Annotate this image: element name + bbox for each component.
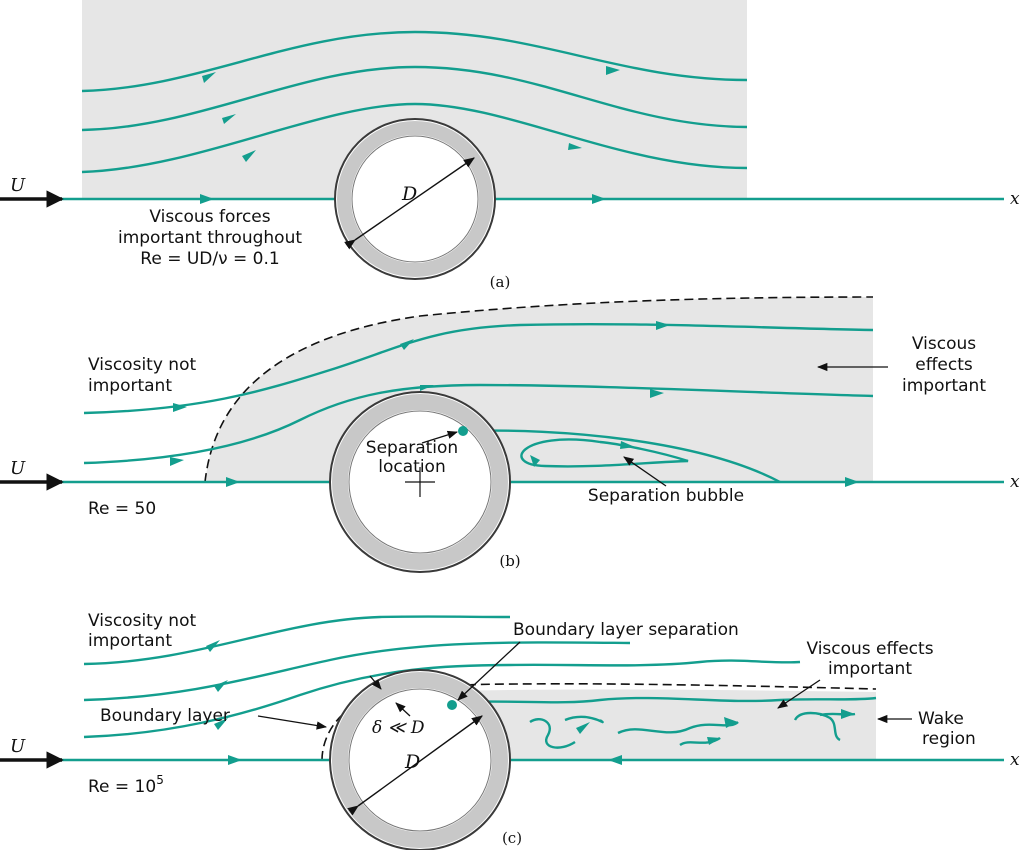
- flow-arrow: [206, 640, 220, 652]
- panel-b: U x Viscosity not important Viscous effe…: [0, 296, 1020, 573]
- streamline-b-3: [462, 429, 781, 484]
- separation-point-dot: [458, 426, 468, 436]
- streamline-a-3: [81, 102, 748, 174]
- bl-separation-leader: [457, 641, 521, 701]
- viscosity-not-text-c: Viscosity not: [88, 611, 196, 631]
- diameter-arrow-c: [347, 715, 483, 816]
- reynolds-c-exponent: 5: [156, 773, 164, 787]
- flow-arrow: [724, 717, 738, 728]
- separation-bubble-loop: [520, 438, 689, 468]
- flow-arrow: [620, 441, 635, 449]
- streamline-a-2: [81, 65, 748, 132]
- streamline-c-1: [83, 615, 511, 666]
- important-throughout-text: important throughout: [118, 228, 302, 248]
- separation-bubble-leader: [623, 456, 667, 487]
- viscous-text-b: Viscous: [912, 334, 976, 354]
- wake-text: Wake: [918, 709, 964, 729]
- streamline-c-3: [83, 659, 801, 739]
- flow-arrow: [592, 194, 606, 204]
- flow-arrow: [650, 389, 664, 398]
- velocity-label-b: U: [10, 458, 26, 479]
- flow-arrow: [173, 403, 187, 412]
- diameter-arrow-a: [344, 157, 475, 250]
- effects-text-b: effects: [915, 355, 973, 375]
- viscous-effects-leader-c: [777, 679, 821, 709]
- wake-eddy: [564, 715, 604, 724]
- viscous-forces-text: Viscous forces: [149, 207, 270, 227]
- caption-b: (b): [499, 552, 520, 570]
- caption-a: (a): [490, 273, 511, 291]
- flow-arrow: [202, 72, 216, 83]
- x-axis-label-b: x: [1010, 472, 1020, 492]
- region-text: region: [922, 729, 976, 749]
- boundary-layer-leader: [257, 715, 328, 730]
- flow-arrow: [214, 680, 228, 692]
- panel-c: D δ ≪ D U x Viscosity not important Boun…: [0, 611, 1020, 850]
- cylinder-wall-a: [337, 121, 493, 277]
- location-text: location: [378, 457, 445, 477]
- flow-arrow: [242, 150, 256, 162]
- not-important-text-c: important: [88, 631, 172, 651]
- separation-bubble-text: Separation bubble: [588, 486, 744, 506]
- boundary-layer-edge-b: [204, 296, 874, 483]
- viscosity-not-text-b: Viscosity not: [88, 355, 196, 375]
- separation-point-dot-c: [447, 700, 457, 710]
- flow-arrow: [576, 722, 590, 734]
- separation-location-leader: [421, 430, 458, 444]
- flow-arrow: [170, 457, 184, 466]
- important-text-b: important: [902, 376, 986, 396]
- separation-text: Separation: [366, 438, 458, 458]
- diameter-label-a: D: [401, 183, 417, 205]
- x-axis-label-a: x: [1010, 189, 1020, 209]
- cylinder-wall-b: [332, 394, 508, 570]
- streamline-b-2: [83, 383, 874, 465]
- velocity-label-c: U: [10, 736, 26, 757]
- flow-arrow: [841, 709, 855, 719]
- separated-shear-layer: [459, 696, 877, 704]
- caption-c: (c): [502, 829, 522, 847]
- important-text-c: important: [828, 659, 912, 679]
- reynolds-b-text: Re = 50: [88, 499, 156, 519]
- flow-arrow: [845, 477, 859, 487]
- flow-arrow: [656, 321, 670, 330]
- wake-region-c: [445, 689, 876, 760]
- reynolds-c-base: Re = 10: [88, 777, 156, 797]
- cylinder-wall-c: [332, 672, 508, 848]
- delta-label: δ ≪ D: [372, 718, 425, 738]
- reynolds-a-text: Re = UD/ν = 0.1: [140, 249, 279, 269]
- wake-eddy: [793, 711, 841, 742]
- flow-arrow: [707, 737, 721, 745]
- boundary-layer-text: Boundary layer: [100, 706, 230, 726]
- streamline-b-1: [83, 322, 874, 415]
- bl-thickness-arrow-top: [369, 675, 382, 690]
- flow-arrow: [608, 755, 622, 765]
- viscous-effects-text-c: Viscous effects: [806, 639, 933, 659]
- reynolds-c-text: Re = 105: [88, 773, 164, 797]
- not-important-text-b: important: [88, 376, 172, 396]
- diameter-label-c: D: [404, 751, 420, 773]
- wake-eddy: [529, 718, 576, 749]
- bl-separation-text: Boundary layer separation: [513, 620, 739, 640]
- velocity-label-a: U: [10, 175, 26, 196]
- flow-arrow: [214, 718, 228, 730]
- flow-arrow: [222, 114, 236, 124]
- flow-arrow: [228, 755, 242, 765]
- flow-arrow: [606, 66, 620, 75]
- x-axis-label-c: x: [1010, 750, 1020, 770]
- flow-arrow: [530, 455, 540, 467]
- flow-arrow: [420, 385, 434, 391]
- flow-arrow: [568, 143, 582, 150]
- bl-thickness-arrow-bottom: [395, 702, 411, 717]
- flow-arrow: [226, 477, 240, 487]
- flow-arrow: [200, 194, 214, 204]
- streamline-c-2: [83, 641, 631, 702]
- panel-a: D U x Viscous forces important throughou…: [0, 0, 1020, 291]
- streamline-a-1: [81, 30, 748, 93]
- flow-arrow: [400, 339, 414, 350]
